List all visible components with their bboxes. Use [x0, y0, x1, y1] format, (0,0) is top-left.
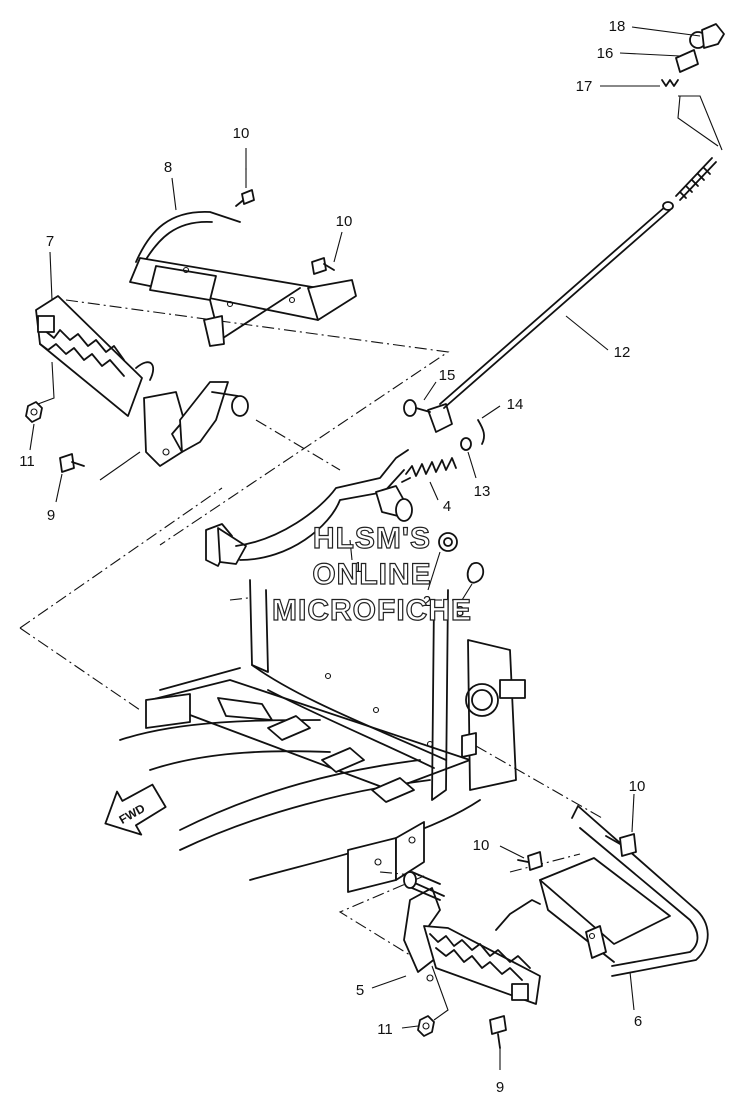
brake-rod [439, 157, 717, 409]
callout-2: 2 [423, 593, 431, 610]
callout-9-left: 9 [47, 507, 55, 524]
callout-5: 5 [356, 982, 364, 999]
watermark-line-2: ONLINE [312, 558, 431, 591]
callout-6: 6 [634, 1013, 642, 1030]
callout-10-mid: 10 [336, 213, 353, 230]
callout-11-left: 11 [19, 453, 35, 470]
callout-7: 7 [46, 233, 54, 250]
callout-10-lower: 10 [473, 837, 490, 854]
callout-9-right: 9 [496, 1079, 504, 1096]
right-footrest-bracket [403, 805, 709, 1005]
callout-10-top: 10 [233, 125, 250, 142]
watermark-line-1: HLSM'S [313, 522, 431, 555]
nut-11-left [25, 401, 43, 423]
bolt-10-upper-right [311, 257, 335, 275]
callout-1: 1 [354, 559, 362, 576]
callout-13: 13 [474, 483, 491, 500]
callout-8: 8 [164, 159, 172, 176]
bolt-10-top [235, 168, 255, 207]
watermark-line-3: MICROFICHE [272, 594, 472, 627]
frame-structure [119, 579, 526, 893]
assembly-lines [19, 299, 603, 961]
callout-17: 17 [576, 78, 593, 95]
callout-16: 16 [597, 45, 614, 62]
left-footrest-bracket [35, 211, 357, 467]
bolt-9-right [489, 1015, 507, 1049]
small-parts [401, 399, 485, 584]
fasteners [25, 168, 637, 1049]
callout-3: 3 [456, 603, 464, 620]
bolt-9-left [59, 453, 85, 473]
callout-10-right: 10 [629, 778, 646, 795]
bolt-10-lower [517, 851, 543, 871]
leader-lines [29, 26, 723, 1070]
callout-labels: 18 16 17 10 8 10 7 12 15 14 11 13 4 9 1 … [19, 18, 645, 1096]
callout-18: 18 [609, 18, 626, 35]
fwd-arrow: FWD [104, 783, 167, 836]
bolt-10-right [605, 833, 637, 857]
nut-11-right [417, 1015, 435, 1037]
callout-15: 15 [439, 367, 456, 384]
rod-adjuster [661, 23, 725, 87]
callout-4: 4 [443, 498, 451, 515]
watermark: HLSM'S ONLINE MICROFICHE [271, 521, 472, 627]
callout-11-right: 11 [377, 1021, 393, 1038]
brake-pedal [205, 449, 413, 567]
callout-12: 12 [614, 344, 631, 361]
callout-14: 14 [507, 396, 524, 413]
